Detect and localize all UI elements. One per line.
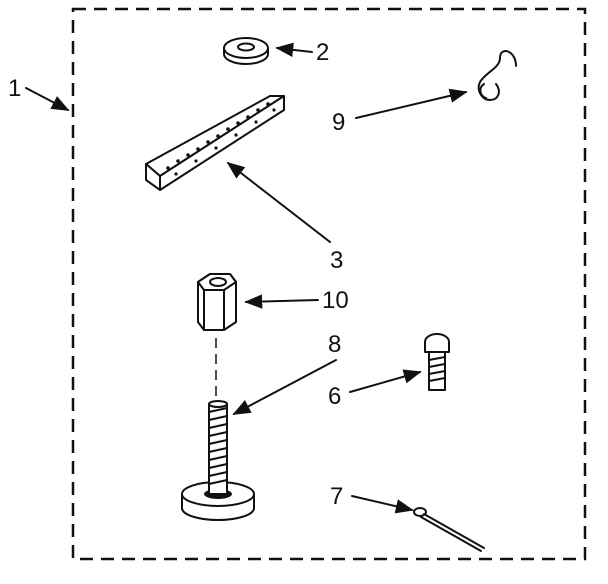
callout-leveling-leg: 8 bbox=[232, 331, 341, 415]
callout-bracket: 3 bbox=[226, 161, 343, 274]
bracket-part bbox=[145, 95, 285, 191]
callout-nut: 10 bbox=[244, 287, 349, 314]
callout-hook-label: 9 bbox=[332, 109, 345, 136]
foot-bolt-part bbox=[424, 333, 450, 391]
callout-foot: 6 bbox=[328, 369, 422, 410]
callout-kit: 1 bbox=[8, 75, 70, 111]
coupling-nut-part bbox=[197, 273, 237, 331]
leveling-leg-part bbox=[181, 400, 255, 521]
hook-part bbox=[477, 50, 517, 101]
kit-boundary bbox=[71, 7, 587, 561]
callout-leveling-leg-label: 8 bbox=[328, 331, 341, 358]
callout-pin: 7 bbox=[330, 483, 414, 514]
callout-pin-label: 7 bbox=[330, 483, 343, 510]
callout-nut-label: 10 bbox=[322, 287, 349, 314]
callout-bracket-label: 3 bbox=[330, 247, 343, 274]
callout-hook: 9 bbox=[332, 88, 468, 136]
callout-kit-label: 1 bbox=[8, 75, 21, 102]
callout-foot-label: 6 bbox=[328, 383, 341, 410]
callout-washer-label: 2 bbox=[316, 39, 329, 66]
pin-part bbox=[413, 507, 485, 552]
callout-washer: 2 bbox=[275, 39, 329, 66]
washer-part bbox=[223, 37, 269, 65]
